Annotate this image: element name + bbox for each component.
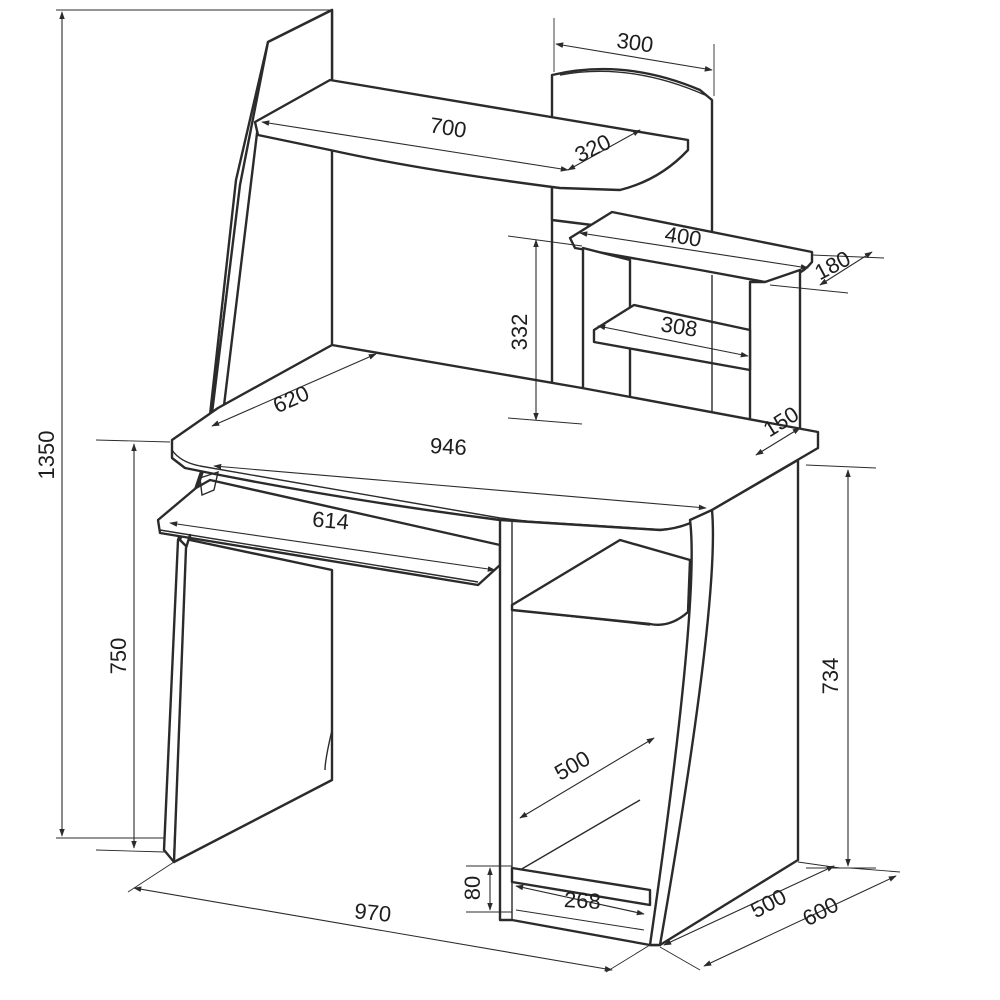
cabinet-front-curve (648, 508, 715, 947)
dim-268-label: 268 (563, 887, 601, 914)
dim-750-label: 750 (106, 638, 131, 675)
dim-80-label: 80 (460, 876, 485, 900)
left-leg-panel (172, 533, 334, 864)
dim-308-label: 308 (659, 311, 699, 341)
dim-614-label: 614 (311, 506, 350, 534)
cabinet-mid-shelf (510, 538, 692, 626)
dim-1350-label: 1350 (34, 431, 59, 480)
dimension-lines (56, 9, 901, 973)
desk-body (156, 8, 820, 947)
dim-600-label: 600 (798, 892, 842, 931)
dim-970-label: 970 (353, 898, 392, 927)
dim-400-label: 400 (663, 221, 703, 251)
dim-734-label: 734 (818, 658, 843, 695)
dim-946-label: 946 (429, 433, 467, 460)
dim-300-label: 300 (615, 28, 655, 58)
dim-332-label: 332 (507, 314, 532, 351)
dim-700-label: 700 (428, 112, 468, 142)
dim-180-label: 180 (810, 246, 854, 285)
